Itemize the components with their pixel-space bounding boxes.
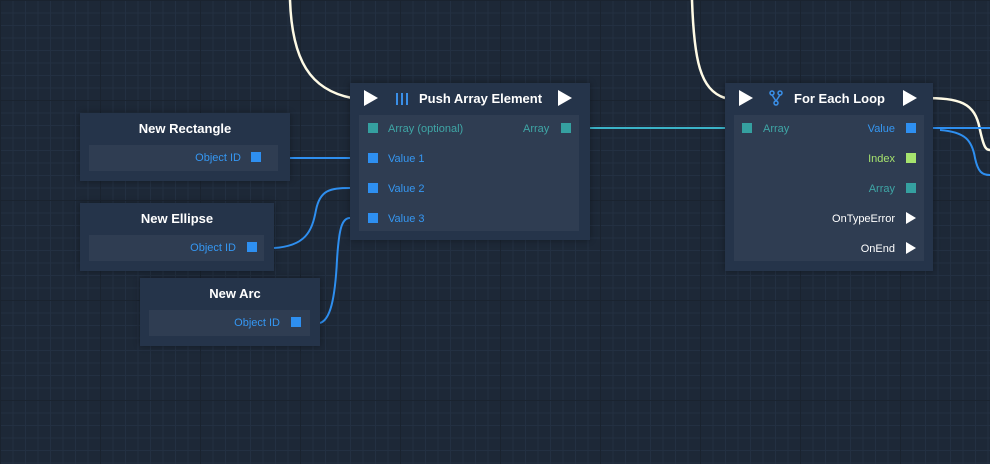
exec-output-pin[interactable]: [558, 90, 572, 106]
array-input-pin[interactable]: [368, 123, 378, 133]
push-array-element-node[interactable]: Push Array Element Array (optional) Arra…: [350, 83, 590, 240]
for-each-loop-node[interactable]: For Each Loop Array Value Index Array On…: [725, 83, 933, 271]
exec-wire-into-loop: [690, 0, 726, 100]
value3-input-pin[interactable]: [368, 213, 378, 223]
output-label-value: Value: [867, 123, 895, 135]
output-label-ontypeerror: OnTypeError: [832, 213, 895, 225]
output-label: Object ID: [234, 317, 280, 329]
wire-arc-to-value3: [319, 217, 351, 324]
input-label-value2: Value 2: [388, 183, 425, 195]
exec-input-pin[interactable]: [739, 90, 753, 106]
value1-input-pin[interactable]: [368, 153, 378, 163]
node-title: New Ellipse: [140, 211, 214, 226]
wire-value-out-2: [939, 129, 990, 176]
exec-wire-into-push: [288, 0, 353, 100]
value2-input-pin[interactable]: [368, 183, 378, 193]
wire-ellipse-to-value2: [273, 187, 351, 249]
node-body: Object ID: [89, 145, 278, 171]
node-title: New Rectangle: [138, 121, 232, 136]
branch-icon: [769, 90, 783, 106]
new-arc-node[interactable]: New Arc Object ID: [140, 278, 320, 346]
output-label-onend: OnEnd: [860, 243, 895, 255]
onend-exec-pin[interactable]: [906, 242, 916, 254]
array-bars-icon: [395, 92, 409, 105]
value-output-pin[interactable]: [906, 123, 916, 133]
exec-output-pin[interactable]: [903, 90, 917, 106]
ontypeerror-exec-pin[interactable]: [906, 212, 916, 224]
object-id-output-pin[interactable]: [247, 242, 257, 252]
output-label-index: Index: [868, 153, 895, 165]
array-input-pin[interactable]: [742, 123, 752, 133]
output-label-array: Array: [523, 123, 550, 135]
new-rectangle-node[interactable]: New Rectangle Object ID: [80, 113, 290, 181]
array-output-pin[interactable]: [906, 183, 916, 193]
new-ellipse-node[interactable]: New Ellipse Object ID: [80, 203, 274, 271]
node-title: For Each Loop: [794, 91, 885, 106]
exec-input-pin[interactable]: [364, 90, 378, 106]
input-label-array: Array: [763, 123, 790, 135]
input-label-value1: Value 1: [388, 153, 425, 165]
output-label: Object ID: [190, 242, 236, 254]
input-label-array: Array (optional): [388, 123, 464, 135]
array-output-pin[interactable]: [561, 123, 571, 133]
output-label: Object ID: [195, 152, 241, 164]
input-label-value3: Value 3: [388, 213, 425, 225]
output-label-array: Array: [868, 183, 895, 195]
node-body: Object ID: [89, 235, 264, 261]
node-body: Array Value Index Array OnTypeError OnEn…: [734, 115, 924, 261]
node-body: Object ID: [149, 310, 310, 336]
node-title: Push Array Element: [419, 91, 543, 106]
object-id-output-pin[interactable]: [291, 317, 301, 327]
node-body: Array (optional) Array Value 1 Value 2 V…: [359, 115, 579, 231]
node-title: New Arc: [209, 286, 261, 301]
object-id-output-pin[interactable]: [251, 152, 261, 162]
index-output-pin[interactable]: [906, 153, 916, 163]
